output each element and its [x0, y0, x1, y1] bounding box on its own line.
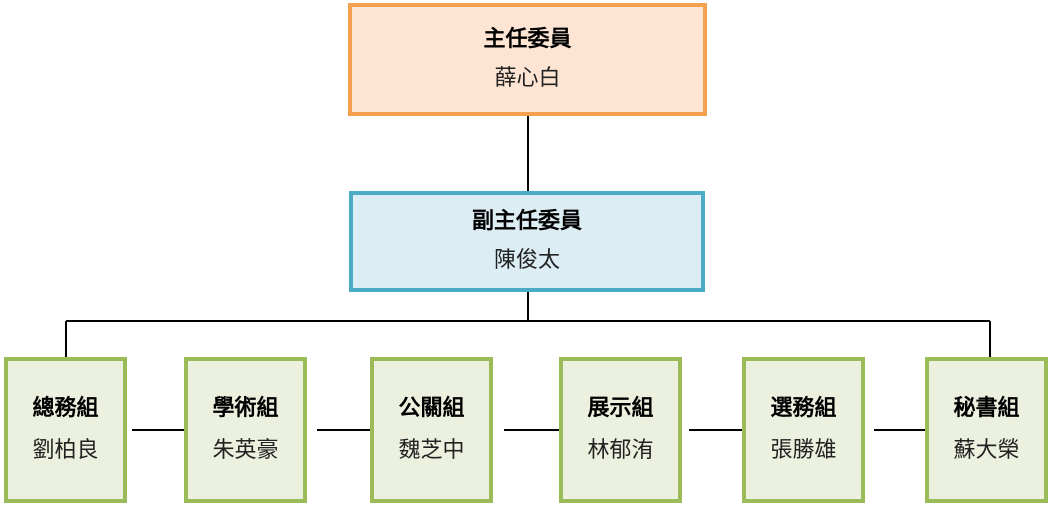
group-name: 朱英豪: [212, 438, 279, 463]
chair-name: 薛心白: [494, 65, 561, 91]
group-box-academic: 學術組 朱英豪: [184, 357, 307, 503]
group-box-general-affairs: 總務組 劉柏良: [4, 357, 127, 503]
chair-box: 主任委員 薛心白: [348, 3, 707, 116]
chair-role: 主任委員: [483, 27, 572, 53]
group-role: 公關組: [398, 395, 465, 421]
group-role: 展示組: [587, 395, 654, 421]
group-box-exhibition: 展示組 林郁洧: [559, 357, 682, 503]
group-name: 張勝雄: [770, 438, 837, 463]
vice-chair-box: 副主任委員 陳俊太: [349, 191, 705, 292]
group-name: 劉柏良: [32, 438, 99, 463]
group-name: 蘇大榮: [953, 438, 1020, 463]
group-role: 選務組: [770, 395, 837, 421]
group-role: 學術組: [212, 395, 279, 421]
group-role: 總務組: [32, 395, 99, 421]
group-box-public-relations: 公關組 魏芝中: [370, 357, 493, 503]
group-name: 林郁洧: [587, 438, 654, 463]
group-box-elections: 選務組 張勝雄: [742, 357, 865, 503]
group-name: 魏芝中: [398, 438, 465, 463]
vice-chair-name: 陳俊太: [493, 247, 560, 273]
vice-chair-role: 副主任委員: [471, 209, 582, 235]
group-role: 秘書組: [953, 395, 1020, 421]
group-box-secretariat: 秘書組 蘇大榮: [925, 357, 1048, 503]
